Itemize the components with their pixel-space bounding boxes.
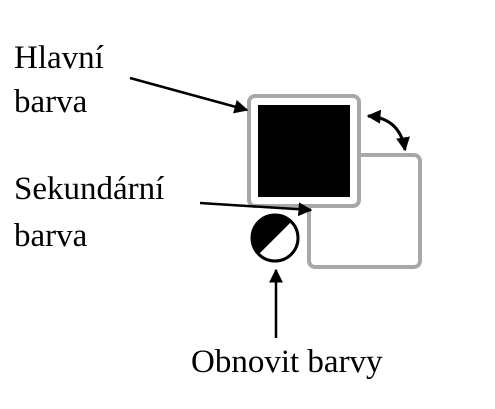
swap-arrow-icon[interactable] — [366, 109, 410, 152]
primary-color-label-line1: Hlavní — [14, 40, 104, 76]
secondary-callout-arrow — [199, 201, 313, 217]
reset-colors-icon[interactable] — [250, 213, 300, 263]
secondary-color-label-line1: Sekundární — [14, 171, 165, 207]
primary-color-swatch[interactable] — [258, 105, 350, 197]
secondary-color-label-line2: barva — [14, 218, 88, 254]
reset-colors-label: Obnovit barvy — [191, 344, 383, 380]
primary-callout-arrow — [129, 76, 249, 114]
primary-color-label-line2: barva — [14, 84, 88, 120]
